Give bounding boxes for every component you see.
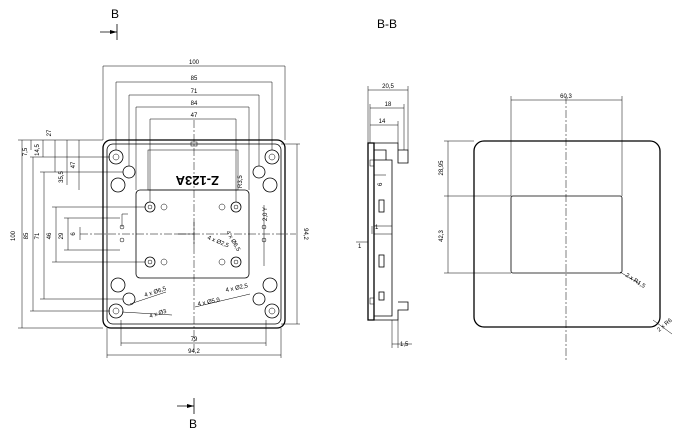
dim-flange-1-5: 1,5 xyxy=(400,342,409,348)
front-view: Z-123A xyxy=(80,120,296,352)
callout-hole-2-5-lower: 4 x Ø2,5 xyxy=(225,283,249,294)
callout-2-0-y: 2,0 Y xyxy=(263,207,269,221)
cut-marker-bottom-label: B xyxy=(189,417,197,431)
part-number: Z-123A xyxy=(175,173,219,188)
section-view-dimensions: 20,5 18 14 6 1 1 1,5 xyxy=(356,84,412,348)
dim-width-85: 85 xyxy=(191,76,198,82)
section-view xyxy=(367,142,409,321)
dim-window-offset-28-95: 28,95 xyxy=(439,160,445,176)
dim-height-6: 6 xyxy=(71,232,77,236)
dim-width-84: 84 xyxy=(191,101,198,107)
radius-r3-5: R3,5 xyxy=(238,175,244,188)
dim-height-85: 85 xyxy=(24,232,30,239)
section-view-title: B-B xyxy=(377,17,397,31)
dim-height-47: 47 xyxy=(71,161,77,168)
cut-marker-top-label: B xyxy=(111,7,119,21)
dim-width-94-2: 94,2 xyxy=(188,349,200,355)
callout-hole-5-9: 4 x Ø5,9 xyxy=(197,297,221,308)
front-right-dimensions: 94,2 R3,5 xyxy=(238,143,308,325)
dim-height-7-5: 7,5 xyxy=(23,147,29,156)
dim-window-height-42-3: 42,3 xyxy=(439,230,445,242)
front-hole-callouts: 4 x Ø6,5 4 x Ø3 4 x Ø2,5 4 x Ø5,9 4 x Ø2… xyxy=(121,205,269,320)
callout-radius-1-5: 2 x R1,5 xyxy=(624,273,647,291)
dim-width-79: 79 xyxy=(191,337,198,343)
callout-hole-6-5-pocket: 4 x Ø6,5 xyxy=(224,230,241,253)
dim-wall-6: 6 xyxy=(378,182,384,186)
front-left-dimensions: 100 85 71 46 29 6 47 35,5 27 14,5 7,5 xyxy=(11,129,145,329)
cut-marker-bottom: B xyxy=(177,398,197,431)
dim-width-71: 71 xyxy=(191,89,198,95)
dim-window-width-60-3: 60,3 xyxy=(560,94,572,100)
dim-depth-18: 18 xyxy=(385,102,392,108)
dim-height-14-5: 14,5 xyxy=(35,144,41,156)
callout-hole-2-5-centre: 4 x Ø2,5 xyxy=(206,235,230,249)
front-top-dimensions: 100 85 71 84 47 xyxy=(102,60,286,202)
dim-wall-1: 1 xyxy=(358,244,362,250)
dim-height-29: 29 xyxy=(59,232,65,239)
dim-height-46: 46 xyxy=(47,232,53,239)
dim-depth-14: 14 xyxy=(379,119,386,125)
dim-width-100: 100 xyxy=(189,60,200,66)
dim-height-100: 100 xyxy=(11,230,17,241)
rear-view xyxy=(473,96,661,360)
dim-height-94-2: 94,2 xyxy=(302,228,308,240)
dim-height-35-5: 35,5 xyxy=(59,171,65,183)
dim-wall-1-inner: 1 xyxy=(375,225,379,231)
dim-width-47: 47 xyxy=(191,113,198,119)
dim-height-27: 27 xyxy=(47,129,53,136)
cut-marker-top: B xyxy=(100,7,119,40)
front-bottom-dimensions: 79 94,2 xyxy=(106,320,282,358)
dim-height-71: 71 xyxy=(35,232,41,239)
dim-depth-20-5: 20,5 xyxy=(382,84,394,90)
